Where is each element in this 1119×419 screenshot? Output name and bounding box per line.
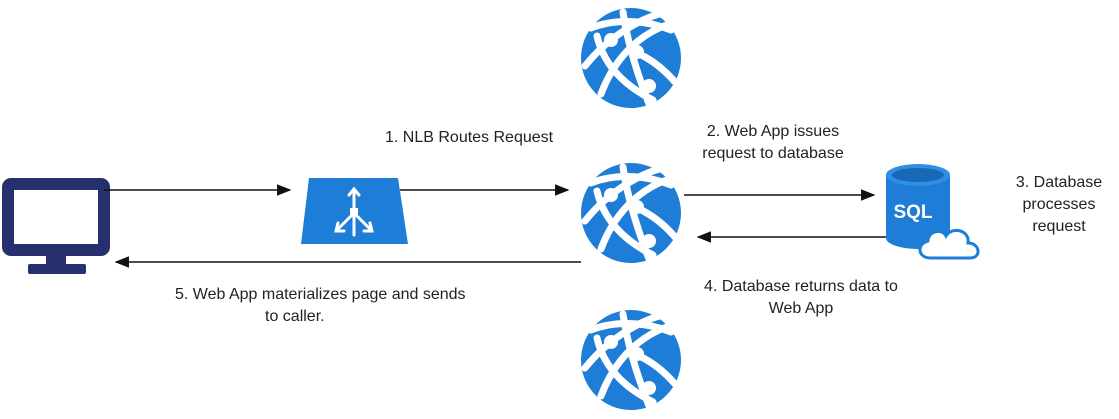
load-balancer-icon xyxy=(301,178,408,244)
step-5-label: 5. Web App materializes page and sends t… xyxy=(175,284,466,328)
step-2-line-1: 2. Web App issues xyxy=(706,123,840,140)
step-5-line-1: 5. Web App materializes page and sends xyxy=(175,286,466,303)
web-app-globe-icon xyxy=(581,310,681,410)
step-2-line-2: request to database xyxy=(702,145,844,162)
step-4-line-2: Web App xyxy=(768,300,834,317)
step-4-line-1: 4. Database returns data to xyxy=(704,278,898,295)
web-app-globe-icon xyxy=(581,163,681,263)
sql-label: SQL xyxy=(893,202,932,223)
web-app-globe-icon xyxy=(581,8,681,108)
step-1-text: 1. NLB Routes Request xyxy=(385,129,554,146)
step-5-line-2: to caller. xyxy=(265,308,325,325)
step-3-line-1: 3. Database xyxy=(1015,174,1103,191)
monitor-icon xyxy=(2,178,110,274)
cloud-icon xyxy=(918,228,980,260)
step-4-label: 4. Database returns data to Web App xyxy=(668,276,934,320)
step-3-line-3: request xyxy=(1032,218,1086,235)
step-3-label: 3. Database processes request xyxy=(1001,172,1117,238)
step-2-label: 2. Web App issues request to database xyxy=(678,121,868,165)
step-3-line-2: processes xyxy=(1022,196,1096,213)
step-1-label: 1. NLB Routes Request xyxy=(385,127,553,149)
sql-database-icon: SQL xyxy=(886,164,950,249)
